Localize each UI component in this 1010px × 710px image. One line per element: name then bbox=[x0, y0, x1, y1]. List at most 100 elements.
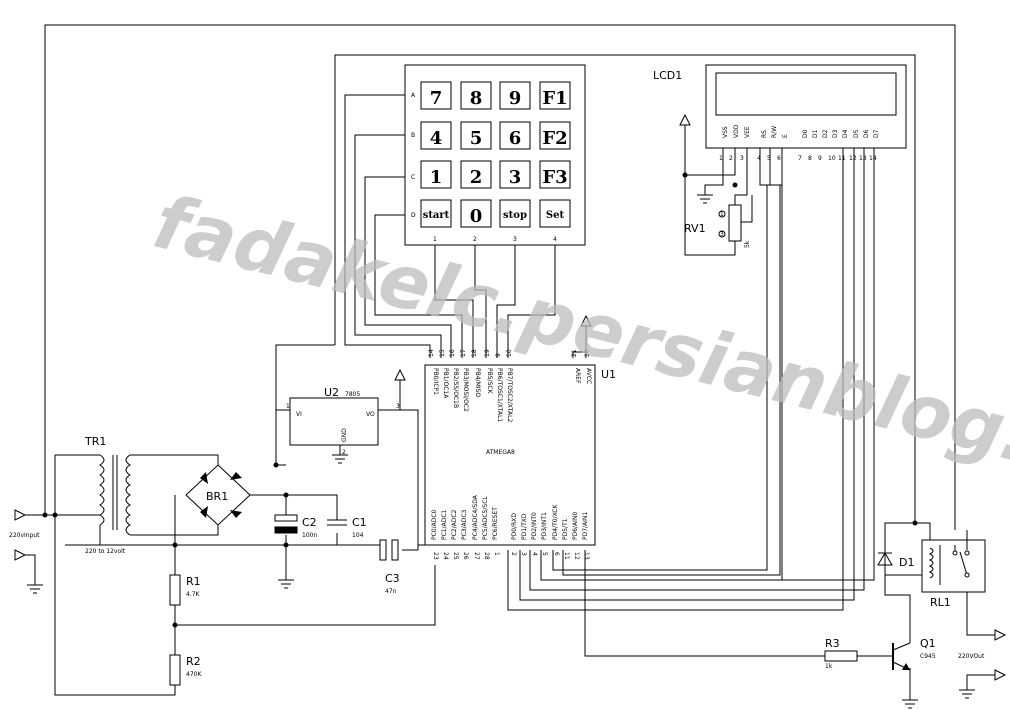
tr1-note: 220 to 12volt bbox=[85, 548, 126, 555]
svg-text:PC1/ADC1: PC1/ADC1 bbox=[441, 509, 448, 540]
capacitor-c1: C1 104 bbox=[327, 516, 367, 539]
svg-text:14: 14 bbox=[428, 349, 435, 357]
rv1-value: 5k bbox=[744, 240, 751, 248]
svg-text:1: 1 bbox=[719, 155, 723, 162]
resistor-r1: R1 4.7K bbox=[169, 574, 201, 606]
svg-text:23: 23 bbox=[432, 552, 439, 560]
svg-text:18: 18 bbox=[471, 349, 478, 357]
svg-text:13: 13 bbox=[583, 552, 590, 560]
tr1-ref: TR1 bbox=[84, 435, 106, 448]
io-terminals: 220vInput 220VOut bbox=[9, 509, 1007, 690]
svg-text:4: 4 bbox=[430, 128, 443, 149]
svg-text:6: 6 bbox=[553, 552, 560, 556]
lcd-pin-vdd: VDD bbox=[733, 124, 740, 138]
svg-text:Q1: Q1 bbox=[920, 637, 936, 650]
svg-text:14: 14 bbox=[869, 155, 877, 162]
svg-text:C2: C2 bbox=[302, 516, 317, 529]
svg-text:RL1: RL1 bbox=[930, 596, 951, 609]
u1-ref: U1 bbox=[601, 368, 616, 381]
u2-ref: U2 bbox=[324, 386, 339, 399]
svg-text:1k: 1k bbox=[825, 663, 833, 670]
svg-text:3: 3 bbox=[396, 403, 400, 410]
resistor-r3: R3 1k bbox=[824, 637, 858, 670]
resistor-r2: R2 470K bbox=[169, 654, 202, 686]
svg-text:stop: stop bbox=[503, 210, 527, 221]
capacitor-c2: C2 100n bbox=[274, 514, 317, 539]
svg-text:PC6/RESET: PC6/RESET bbox=[492, 507, 499, 540]
svg-text:PB2/SS/OC1B: PB2/SS/OC1B bbox=[452, 368, 459, 408]
svg-text:17: 17 bbox=[460, 349, 467, 357]
transistor-q1: Q1 C945 bbox=[892, 637, 936, 671]
keypad-key-stop: stop bbox=[499, 199, 531, 228]
svg-text:26: 26 bbox=[462, 552, 469, 560]
svg-text:PD6/AIN0: PD6/AIN0 bbox=[572, 512, 579, 540]
svg-text:2: 2 bbox=[342, 449, 346, 456]
keypad-row-c: C bbox=[411, 174, 415, 181]
svg-text:11: 11 bbox=[838, 155, 846, 162]
svg-text:F3: F3 bbox=[542, 167, 567, 188]
svg-text:PB6/TOSC1/XTAL1: PB6/TOSC1/XTAL1 bbox=[496, 368, 503, 422]
keypad-col-1: 1 bbox=[433, 236, 437, 243]
svg-text:21: 21 bbox=[571, 349, 578, 357]
keypad-key-1: 1 bbox=[420, 160, 452, 189]
svg-text:13: 13 bbox=[859, 155, 867, 162]
svg-text:4.7K: 4.7K bbox=[186, 591, 201, 598]
capacitor-c3: C3 47n bbox=[379, 539, 400, 595]
svg-text:5: 5 bbox=[767, 155, 771, 162]
svg-text:GND: GND bbox=[341, 428, 348, 442]
svg-text:470K: 470K bbox=[186, 671, 202, 678]
svg-text:4: 4 bbox=[531, 552, 538, 556]
svg-text:PB5/SCK: PB5/SCK bbox=[486, 368, 493, 395]
keypad-row-a: A bbox=[411, 92, 416, 99]
lcd-pin-d2: D2 bbox=[822, 129, 829, 138]
u1-part: ATMEGA8 bbox=[486, 449, 515, 456]
svg-text:VI: VI bbox=[296, 411, 302, 418]
svg-text:9: 9 bbox=[509, 88, 522, 109]
keypad-key-0: 0 bbox=[460, 199, 492, 228]
ground-symbols bbox=[27, 194, 975, 709]
keypad-key-4: 4 bbox=[420, 121, 452, 150]
keypad-key-set: Set bbox=[539, 199, 571, 228]
keypad-col-2: 2 bbox=[473, 236, 477, 243]
svg-text:PD7/AIN1: PD7/AIN1 bbox=[582, 512, 589, 540]
svg-text:VO: VO bbox=[366, 411, 375, 418]
lcd-pin-e: E bbox=[782, 134, 789, 138]
bridge-br1: BR1 bbox=[185, 464, 251, 526]
svg-text:1: 1 bbox=[430, 167, 443, 188]
lcd-pin-rs: RS bbox=[761, 130, 768, 138]
transformer-tr1: TR1 220 to 12volt bbox=[84, 435, 131, 555]
svg-text:F2: F2 bbox=[542, 128, 567, 149]
svg-text:10: 10 bbox=[506, 349, 513, 357]
svg-text:PB4/MISO: PB4/MISO bbox=[474, 368, 481, 397]
svg-text:25: 25 bbox=[452, 552, 459, 560]
keypad-row-d: D bbox=[411, 212, 416, 219]
svg-text:8: 8 bbox=[808, 155, 812, 162]
svg-text:5: 5 bbox=[470, 128, 483, 149]
svg-text:4: 4 bbox=[757, 155, 761, 162]
lcd-pin-vee: VEE bbox=[744, 126, 751, 138]
lcd-pin-d5: D5 bbox=[853, 129, 860, 138]
rv1-ref: RV1 bbox=[684, 222, 706, 235]
svg-text:PD3/INT1: PD3/INT1 bbox=[541, 512, 548, 540]
regulator-u2: U2 7805 VI VO GND 1 3 2 bbox=[286, 386, 400, 456]
keypad-key-9: 9 bbox=[499, 81, 531, 110]
lcd-display: LCD1 VSS VDD VEE RS R/W E D0 D1 D2 D3 D4… bbox=[653, 64, 907, 162]
diode-d1: D1 bbox=[877, 545, 914, 575]
keypad-key-5: 5 bbox=[460, 121, 492, 150]
svg-text:19: 19 bbox=[484, 349, 491, 357]
svg-text:2: 2 bbox=[729, 155, 733, 162]
svg-text:PD2/INT0: PD2/INT0 bbox=[531, 512, 538, 540]
svg-text:7: 7 bbox=[798, 155, 802, 162]
svg-text:47n: 47n bbox=[385, 588, 397, 595]
lcd-pin-rw: R/W bbox=[771, 126, 778, 138]
svg-text:11: 11 bbox=[563, 552, 570, 560]
keypad-col-4: 4 bbox=[553, 236, 557, 243]
svg-text:D1: D1 bbox=[899, 556, 914, 569]
keypad-key-f2: F2 bbox=[539, 121, 571, 150]
svg-text:C1: C1 bbox=[352, 516, 367, 529]
svg-text:PD0/RXD: PD0/RXD bbox=[511, 513, 518, 540]
svg-text:6: 6 bbox=[777, 155, 781, 162]
svg-text:6: 6 bbox=[509, 128, 522, 149]
svg-text:0: 0 bbox=[470, 206, 483, 227]
